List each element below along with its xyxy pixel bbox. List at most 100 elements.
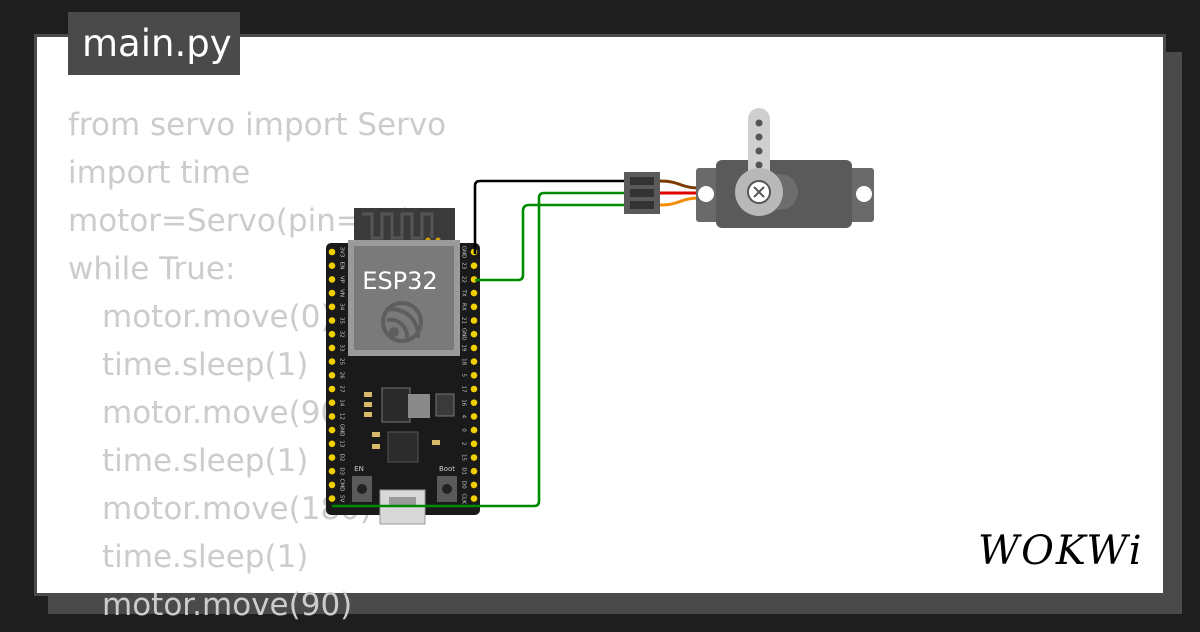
usb-chip	[387, 431, 419, 463]
pin[interactable]	[328, 262, 336, 270]
power-wire[interactable]	[332, 191, 624, 508]
pin[interactable]	[328, 344, 336, 352]
circuit-wires[interactable]	[332, 179, 624, 508]
shield-can	[354, 246, 454, 350]
pin[interactable]	[328, 385, 336, 393]
pin-label: 26	[339, 372, 345, 379]
pin[interactable]	[328, 330, 336, 338]
code-line: time.sleep(1)	[102, 539, 309, 575]
pin-label: 35	[339, 317, 345, 324]
pin[interactable]	[328, 413, 336, 420]
pin[interactable]	[470, 495, 478, 502]
pin-label: 22	[461, 276, 467, 283]
pin[interactable]	[328, 440, 336, 448]
antenna-trace	[362, 212, 434, 240]
pin-label: 33	[339, 344, 345, 351]
regulator	[381, 387, 411, 423]
pin[interactable]	[328, 303, 336, 311]
code-line: import time	[68, 155, 251, 191]
pin[interactable]	[470, 289, 478, 297]
chip-label: ESP32	[362, 267, 437, 295]
pin-label: CMD	[339, 478, 345, 491]
espressif-logo-icon	[381, 301, 423, 343]
file-tab-main-py[interactable]: main.py	[68, 12, 240, 75]
pin[interactable]	[328, 248, 336, 256]
code-line: motor.move(90)	[102, 587, 353, 623]
pin-label: 3V3	[339, 247, 345, 258]
pin[interactable]	[470, 344, 478, 352]
pin[interactable]	[470, 467, 478, 475]
pin-label: 19	[461, 344, 467, 351]
pin[interactable]	[470, 303, 478, 311]
pin-label: 17	[461, 386, 467, 393]
pin[interactable]	[328, 481, 336, 489]
pin-label: D0	[461, 481, 467, 489]
code-line: time.sleep(1)	[102, 443, 309, 479]
pin-label: 16	[461, 399, 467, 406]
pin-label: D2	[339, 454, 345, 462]
pin-label: 21	[461, 317, 467, 324]
pin[interactable]	[328, 372, 336, 379]
pin[interactable]	[470, 399, 478, 407]
pin[interactable]	[328, 454, 336, 461]
pin[interactable]	[470, 426, 478, 434]
boot-label: Boot	[439, 465, 455, 473]
pin-label: 15	[461, 454, 467, 461]
pin-label: RX	[461, 303, 467, 311]
pin[interactable]	[328, 289, 336, 297]
pin-label: 5	[461, 374, 467, 378]
preview-card	[34, 34, 1166, 596]
pin[interactable]	[470, 481, 478, 489]
pin-label: GND	[461, 328, 467, 341]
pin-label: 2	[461, 442, 467, 446]
pin-label: GND	[339, 424, 345, 437]
code-line: time.sleep(1)	[102, 347, 309, 383]
pin-label: 12	[339, 413, 345, 420]
pin[interactable]	[470, 372, 478, 379]
pin[interactable]	[328, 495, 336, 502]
pin-label: GND	[461, 246, 467, 259]
servo-connector	[624, 172, 660, 214]
pin[interactable]	[470, 330, 478, 338]
code-line: while True:	[68, 251, 236, 287]
pin-label: 18	[461, 358, 467, 365]
regulator-tab	[408, 394, 430, 418]
servo-motor[interactable]	[696, 108, 874, 228]
pin[interactable]	[328, 467, 336, 475]
esp32-board[interactable]: ESP32 EN Boot 3V3ENVPVN34353233252627141…	[326, 208, 480, 525]
pin[interactable]	[328, 358, 336, 365]
pin-label: 27	[339, 386, 345, 393]
pin[interactable]	[328, 426, 336, 434]
pin[interactable]	[470, 262, 478, 270]
pin[interactable]	[470, 413, 478, 420]
pin[interactable]	[470, 385, 478, 393]
pin-label: TX	[461, 289, 467, 297]
signal-wire[interactable]	[475, 203, 624, 282]
pin-label: VN	[339, 289, 345, 297]
pin[interactable]	[470, 440, 478, 448]
pin-label: 34	[339, 303, 345, 310]
code-line: motor.move(0)	[102, 299, 333, 335]
pin[interactable]	[470, 317, 478, 324]
pin[interactable]	[328, 276, 336, 283]
left-pin-header: 3V3ENVPVN343532332526271412GND13D2D3CMD5…	[328, 247, 345, 502]
pin[interactable]	[328, 399, 336, 407]
pin-label: EN	[339, 262, 345, 270]
en-label: EN	[354, 465, 364, 473]
pin-label: D3	[339, 467, 345, 475]
pin[interactable]	[328, 317, 336, 324]
pin[interactable]	[470, 358, 478, 365]
pin-label: 4	[461, 415, 467, 419]
pin-label: 25	[339, 358, 345, 365]
pin[interactable]	[470, 454, 478, 461]
ground-wire[interactable]	[473, 179, 624, 254]
wokwi-logo: WOKWi	[978, 528, 1144, 574]
pin-label: 5V	[339, 495, 345, 502]
pin-label: 0	[461, 428, 467, 432]
pin-label: CLK	[461, 493, 467, 504]
pin-label: D1	[461, 467, 467, 475]
pin-label: 13	[339, 440, 345, 447]
